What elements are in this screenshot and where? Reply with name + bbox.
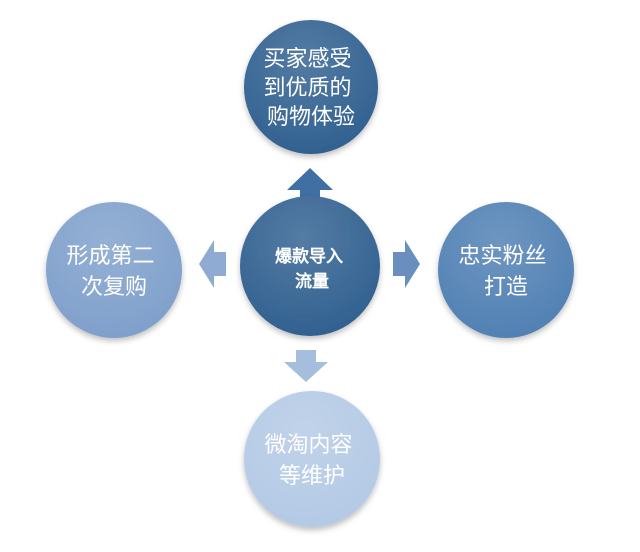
arrow-right xyxy=(393,240,420,288)
center-label-line-1: 爆款导入 xyxy=(275,246,343,267)
left-label-line-2: 次复购 xyxy=(81,275,147,300)
top-label: 买家感受 到优质的 购物体验 xyxy=(263,47,358,130)
right-label: 忠实粉丝 打造 xyxy=(458,244,553,300)
right-label-line-2: 打造 xyxy=(484,275,528,300)
top-label-line-2: 到优质的 xyxy=(263,76,351,101)
top-label-line-3: 购物体验 xyxy=(267,105,355,130)
center-node xyxy=(240,196,380,336)
right-label-line-1: 忠实粉丝 xyxy=(458,244,546,269)
right-node xyxy=(438,202,574,338)
left-label: 形成第二 次复购 xyxy=(66,244,161,300)
left-label-line-1: 形成第二 xyxy=(66,244,154,269)
top-label-line-1: 买家感受 xyxy=(263,47,351,72)
arrow-up xyxy=(287,168,333,200)
arrow-left xyxy=(199,240,226,288)
bottom-label-line-2: 等维护 xyxy=(279,464,345,489)
arrow-down xyxy=(284,350,328,382)
center-label-line-2: 流量 xyxy=(295,271,329,292)
top-node xyxy=(244,20,378,154)
center-label: 爆款导入 流量 xyxy=(275,246,349,292)
bottom-label-line-1: 微淘内容 xyxy=(264,433,352,458)
bottom-node xyxy=(244,391,380,527)
left-node xyxy=(46,202,182,338)
bottom-label: 微淘内容 等维护 xyxy=(264,433,359,489)
